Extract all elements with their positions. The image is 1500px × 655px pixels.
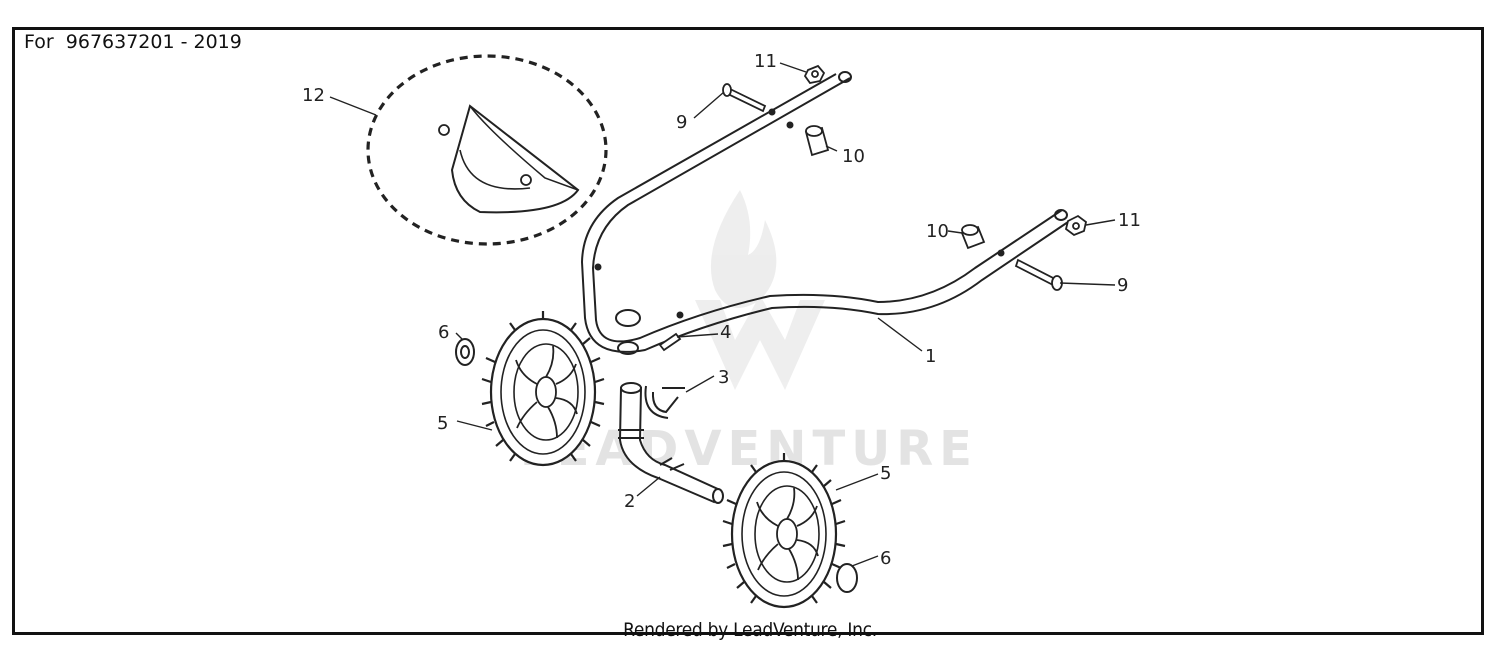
callout-12: 12 (302, 85, 325, 106)
callout-10-right: 10 (926, 221, 949, 242)
part-12-shield (366, 54, 608, 246)
part-5-wheel-left (480, 309, 606, 467)
callout-6-right: 6 (880, 548, 891, 569)
callout-11-right: 11 (1118, 210, 1141, 231)
callout-3: 3 (718, 367, 729, 388)
part-6-washer-left (455, 338, 475, 366)
model-label: For 967637201 - 2019 (24, 31, 242, 53)
part-9-bolt-right (1014, 258, 1063, 291)
callout-4: 4 (720, 322, 731, 343)
part-9-bolt-top (722, 83, 767, 113)
part-10-spacer-right (960, 224, 986, 250)
callout-2: 2 (624, 491, 635, 512)
callout-6-left: 6 (438, 322, 449, 343)
part-3-clip (644, 385, 685, 419)
watermark-logo (695, 190, 825, 390)
part-10-spacer-top (804, 125, 830, 157)
part-11-nut-right (1064, 214, 1088, 237)
footer-credit: Rendered by LeadVenture, Inc. (623, 619, 877, 641)
callout-10-top: 10 (842, 146, 865, 167)
part-1-handle-frame (580, 71, 1069, 355)
callout-5-left: 5 (437, 413, 448, 434)
leader-lines (329, 62, 1116, 567)
part-6-washer-right (836, 563, 858, 593)
callout-1: 1 (925, 346, 936, 367)
part-4-pin (658, 332, 682, 352)
callout-9-right: 9 (1117, 275, 1128, 296)
callout-11-top: 11 (754, 51, 777, 72)
callout-9-top: 9 (676, 112, 687, 133)
callout-5-right: 5 (880, 463, 891, 484)
watermark-text: LEADVENTURE (520, 421, 978, 477)
part-11-nut-top (803, 64, 826, 84)
part-2-axle (618, 382, 724, 504)
